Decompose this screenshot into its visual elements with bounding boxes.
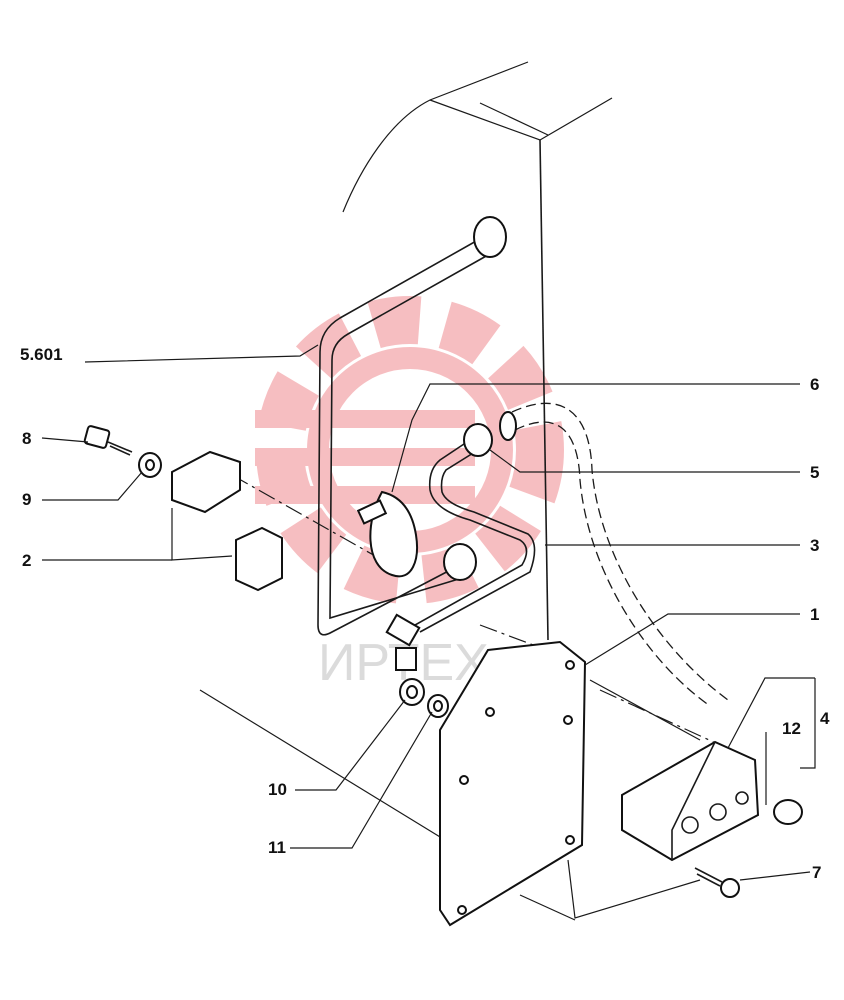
callout-5601: 5.601 [20, 345, 63, 364]
nut-part-10 [399, 678, 425, 706]
plate-part-1 [439, 640, 587, 927]
leader-lines [41, 344, 816, 881]
tube-part-3 [385, 411, 536, 671]
callout-5: 5 [810, 463, 819, 482]
callout-3: 3 [810, 536, 819, 555]
callout-8: 8 [22, 429, 31, 448]
screw-part-7 [694, 867, 740, 898]
machine-body [199, 61, 701, 921]
callout-1: 1 [810, 605, 819, 624]
callout-labels: 5.601 6 8 9 5 2 3 1 4 12 10 11 7 [20, 345, 830, 882]
dashed-hose [511, 402, 729, 707]
callout-4: 4 [820, 709, 830, 728]
callout-6: 6 [810, 375, 819, 394]
washer-part-9 [138, 452, 162, 478]
pipe-5601 [317, 216, 507, 636]
lamp-part-4 [621, 740, 760, 862]
callout-10: 10 [268, 780, 287, 799]
clamp-part-6 [356, 490, 418, 578]
screw-part-8 [83, 425, 133, 456]
callout-9: 9 [22, 490, 31, 509]
washer-part-11 [427, 694, 449, 718]
callout-12: 12 [782, 719, 801, 738]
bulb-part-12 [773, 799, 803, 825]
callout-7: 7 [812, 863, 821, 882]
callout-2: 2 [22, 551, 31, 570]
clamp-halves-part-2 [171, 450, 283, 592]
callout-11: 11 [268, 838, 286, 857]
